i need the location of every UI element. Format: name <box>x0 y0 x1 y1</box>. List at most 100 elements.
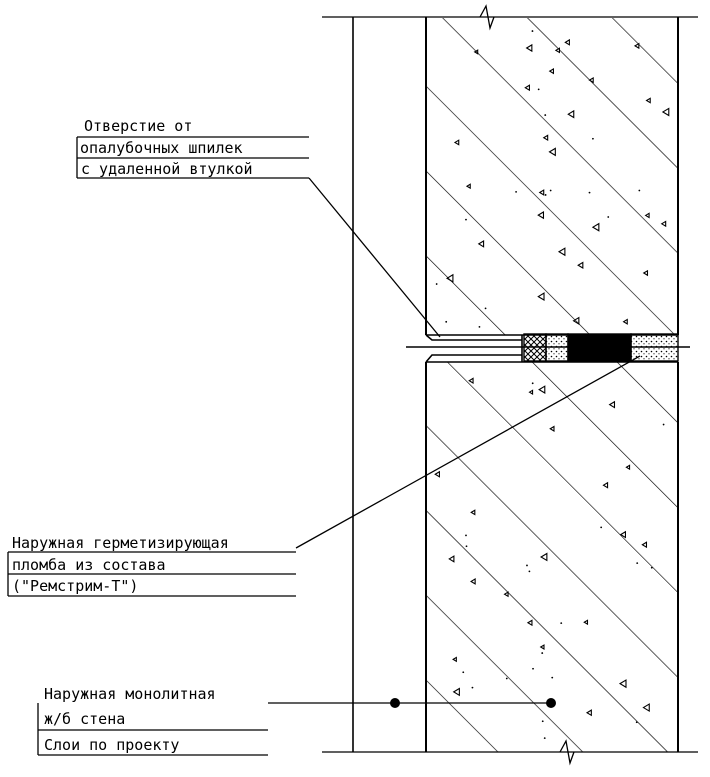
aggregate-triangle <box>661 107 670 117</box>
aggregate-dot <box>465 218 467 221</box>
aggregate-dot <box>541 720 544 723</box>
aggregate-triangle <box>572 316 580 325</box>
aggregate-triangle <box>538 189 545 196</box>
aggregate-dot <box>650 566 653 569</box>
aggregate-dot <box>531 382 534 385</box>
aggregate-triangle <box>619 530 626 539</box>
aggregate-triangle <box>453 139 460 146</box>
aggregate-triangle <box>452 656 457 663</box>
leader-dot-right <box>546 698 556 708</box>
aggregate-triangle <box>503 591 509 598</box>
callout-hole-line-2: опалубочных шпилек <box>80 139 243 157</box>
aggregate-triangle <box>608 400 616 409</box>
callout-wall-line-1: Наружная монолитная <box>44 685 216 703</box>
aggregate-triangle <box>470 509 476 516</box>
aggregate-dot <box>607 216 610 218</box>
aggregate-dot <box>471 686 474 689</box>
aggregate-triangle <box>591 222 600 232</box>
aggregate-dot <box>531 30 534 32</box>
aggregate-triangle <box>477 240 485 248</box>
callout-seal-line-3: ("Ремстрим-Т") <box>12 577 138 595</box>
aggregate-triangle <box>557 247 566 257</box>
aggregate-dot <box>600 526 603 529</box>
aggregate-dot <box>505 677 508 680</box>
aggregate-dot <box>551 676 554 679</box>
aggregate-triangle <box>618 679 627 689</box>
aggregate-triangle <box>473 49 479 55</box>
aggregate-triangle <box>577 261 584 269</box>
aggregate-dot <box>462 671 465 674</box>
aggregate-triangle <box>625 464 631 471</box>
seal-dotted-plug-inner <box>545 333 569 362</box>
aggregate-triangle <box>525 43 533 53</box>
aggregate-dot <box>537 88 540 91</box>
aggregate-triangle <box>548 67 554 75</box>
leader-lines <box>268 177 641 704</box>
callout-seal-line-2: пломба из состава <box>12 556 166 574</box>
leader-dot-left <box>390 698 400 708</box>
aggregate-triangle <box>434 470 440 478</box>
aggregate-triangle <box>445 273 454 283</box>
callout-wall-line-3: Слои по проекту <box>44 736 179 754</box>
callout-wall-line-2: ж/б стена <box>44 710 125 728</box>
aggregate-dot <box>592 137 594 140</box>
aggregate-triangle <box>549 425 555 432</box>
aggregate-triangle <box>564 38 570 46</box>
aggregate-triangle <box>622 318 628 325</box>
callout-seal-line-1: Наружная герметизирующая <box>12 534 229 552</box>
aggregate-triangle <box>539 644 545 650</box>
aggregate-triangle <box>660 220 667 228</box>
aggregate-dot <box>435 283 438 285</box>
wall-outlines <box>322 4 698 766</box>
aggregate-triangle <box>528 389 534 395</box>
seal-layers <box>523 333 679 362</box>
aggregate-dot <box>662 423 665 426</box>
concrete-aggregate-symbols <box>434 30 670 740</box>
aggregate-triangle <box>548 147 556 157</box>
aggregate-triangle <box>641 541 648 549</box>
aggregate-dot <box>544 194 547 196</box>
aggregate-triangle <box>567 109 575 119</box>
aggregate-dot <box>543 737 546 740</box>
aggregate-triangle <box>538 385 546 394</box>
aggregate-triangle <box>448 555 455 563</box>
aggregate-triangle <box>470 578 476 585</box>
leader-dots <box>390 698 556 708</box>
aggregate-dot <box>515 190 517 193</box>
aggregate-dot <box>549 189 552 192</box>
aggregate-dot <box>478 325 481 328</box>
aggregate-triangle <box>465 183 471 190</box>
seal-solid-core <box>567 333 632 362</box>
aggregate-dot <box>588 191 591 194</box>
aggregate-triangle <box>642 269 649 277</box>
aggregate-triangle <box>540 552 548 562</box>
callout-wall: Наружная монолитная ж/б стена Слои по пр… <box>37 685 268 756</box>
aggregate-dot <box>532 667 534 670</box>
aggregate-dot <box>544 114 547 116</box>
callout-hole-line-1: Отверстие от <box>84 117 192 135</box>
aggregate-dot <box>465 534 467 537</box>
aggregate-triangle <box>633 42 640 50</box>
aggregate-triangle <box>524 84 530 92</box>
concrete-hatch-upper <box>427 18 678 335</box>
aggregate-triangle <box>602 481 609 489</box>
aggregate-dot <box>541 652 544 654</box>
callout-hole-line-3: с удаленной втулкой <box>81 160 253 178</box>
aggregate-dot <box>526 564 528 567</box>
aggregate-triangle <box>542 134 549 142</box>
aggregate-triangle <box>585 709 592 717</box>
aggregate-dot <box>635 721 638 724</box>
aggregate-triangle <box>583 619 589 626</box>
aggregate-dot <box>560 622 563 625</box>
aggregate-triangle <box>588 76 594 84</box>
aggregate-triangle <box>642 703 650 713</box>
aggregate-dot <box>636 562 639 565</box>
aggregate-triangle <box>554 47 560 54</box>
aggregate-dot <box>484 307 487 310</box>
aggregate-dot <box>638 189 641 192</box>
aggregate-triangle <box>468 377 474 384</box>
seal-crosshatch-plug <box>523 333 547 362</box>
aggregate-triangle <box>645 97 651 104</box>
aggregate-dot <box>465 545 468 548</box>
